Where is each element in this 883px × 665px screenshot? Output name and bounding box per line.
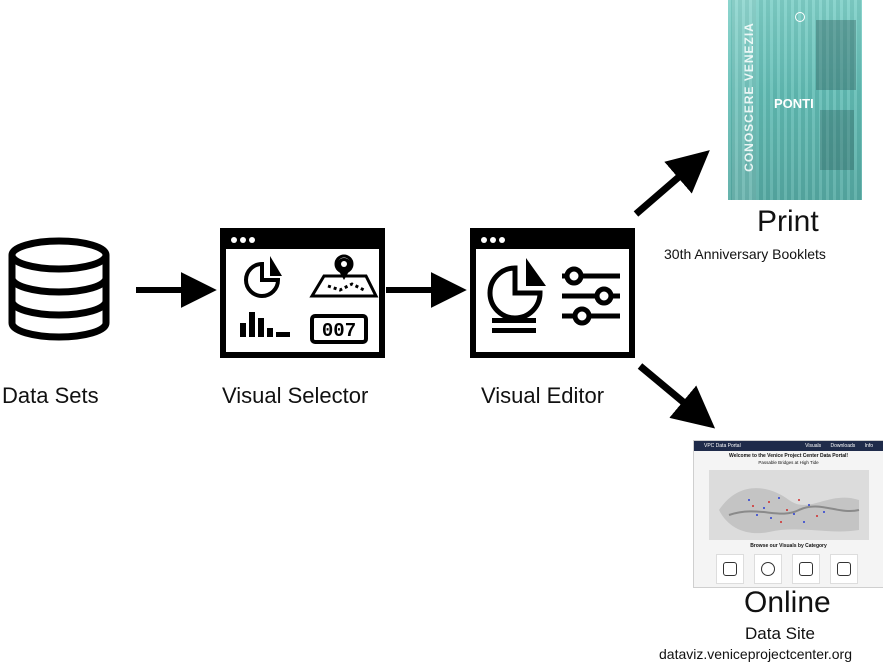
online-site-thumbnail: VPC Data Portal Visuals Downloads Info W… — [693, 440, 883, 588]
large-pie-icon — [487, 265, 543, 321]
visual-editor-window-icon — [470, 228, 635, 358]
bridge-icon — [799, 562, 813, 576]
site-nav-visuals: Visuals — [805, 443, 822, 449]
site-brand: VPC Data Portal — [704, 443, 741, 449]
online-subtitle: Data Site — [745, 624, 815, 643]
visual-editor-label: Visual Editor — [481, 383, 605, 408]
site-map — [709, 470, 869, 540]
visual-selector-window-icon: 007 — [220, 228, 385, 358]
print-title: Print — [757, 205, 819, 238]
sliders-icon — [562, 266, 620, 326]
booklet-title: PONTI — [774, 96, 814, 111]
booklet-series-title: CONOSCERE VENEZIA — [742, 22, 756, 172]
shop-icon — [837, 562, 851, 576]
arrow-editor-to-print — [633, 150, 710, 217]
site-browse-heading: Browse our Visuals by Category — [750, 543, 827, 549]
data-sets-label: Data Sets — [2, 383, 99, 408]
site-category-tile — [716, 554, 744, 584]
visual-selector-label: Visual Selector — [222, 383, 369, 408]
bar-chart-icon — [240, 312, 290, 337]
site-nav-downloads: Downloads — [830, 443, 856, 449]
print-booklet-cover: CONOSCERE VENEZIA PONTI — [728, 0, 862, 200]
online-url: dataviz.veniceprojectcenter.org — [659, 646, 852, 662]
counter-display-icon: 007 — [310, 314, 368, 344]
site-category-tile — [830, 554, 858, 584]
site-map-title: Passable Bridges at High Tide — [758, 460, 819, 465]
site-welcome: Welcome to the Venice Project Center Dat… — [728, 453, 849, 459]
site-category-tile — [792, 554, 820, 584]
airbnb-icon — [761, 562, 775, 576]
site-navbar: VPC Data Portal Visuals Downloads Info — [694, 441, 883, 451]
site-category-tile — [754, 554, 782, 584]
database-icon — [8, 237, 110, 341]
booklet-logo-icon — [795, 12, 805, 22]
site-nav-info: Info — [864, 443, 873, 449]
arrow-editor-to-online — [637, 363, 716, 429]
pie-chart-icon — [244, 261, 281, 298]
print-subtitle: 30th Anniversary Booklets — [664, 246, 826, 262]
counter-value: 007 — [322, 320, 356, 342]
online-title: Online — [744, 586, 831, 619]
building-icon — [723, 562, 737, 576]
